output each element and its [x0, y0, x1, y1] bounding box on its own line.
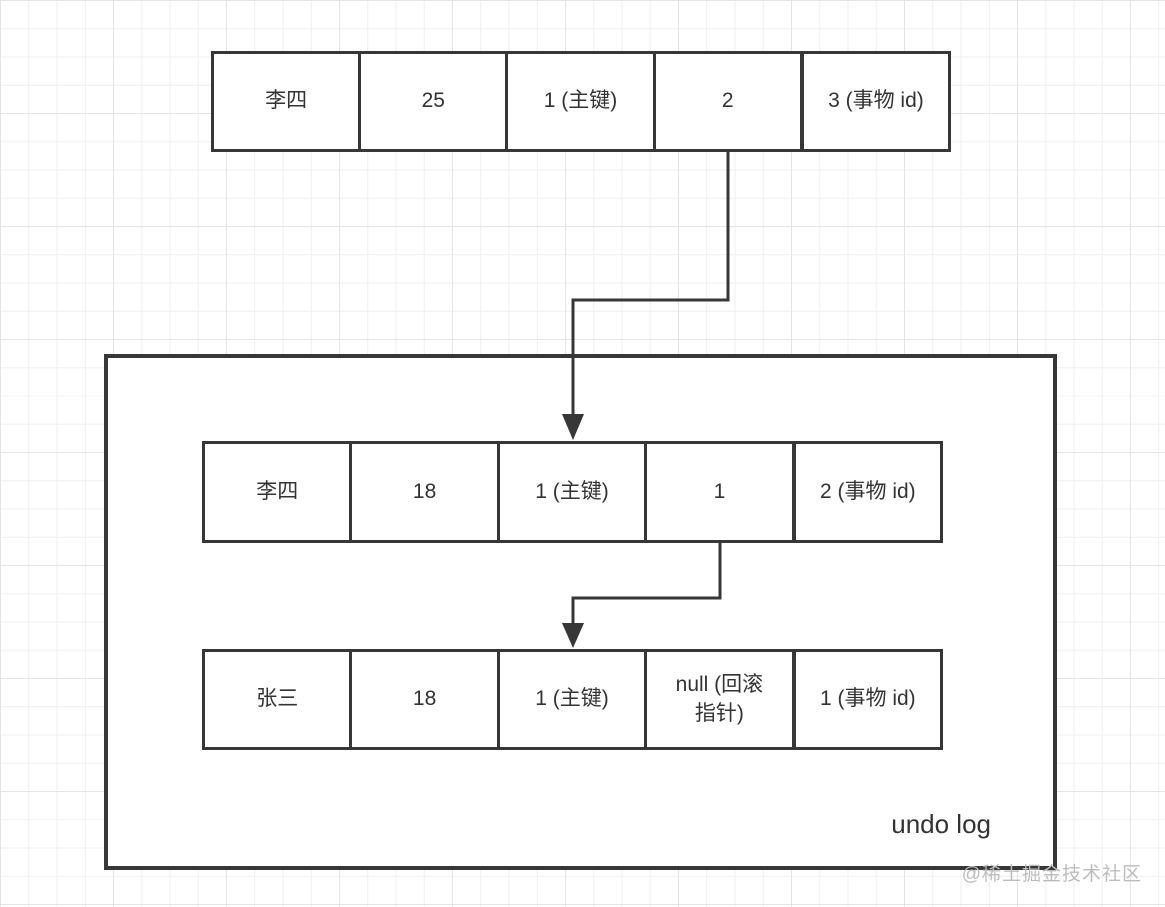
record-cell-trx-id: 3 (事物 id) [799, 51, 952, 152]
record-cell-name: 张三 [202, 649, 353, 750]
record-row-undo-version-1: 张三 18 1 (主键) null (回滚指针) 1 (事物 id) [202, 649, 944, 750]
record-cell-trx-id: 1 (事物 id) [791, 649, 944, 750]
record-cell-rollback-pointer: null (回滚指针) [644, 649, 795, 750]
record-cell-age: 18 [349, 649, 500, 750]
record-cell-rollback-pointer: 1 [644, 441, 795, 543]
record-cell-age: 18 [349, 441, 500, 543]
record-cell-age: 25 [358, 51, 509, 152]
undo-log-label: undo log [891, 809, 991, 839]
record-cell-name: 李四 [202, 441, 353, 543]
watermark: @稀土掘金技术社区 [961, 864, 1142, 885]
record-cell-trx-id: 2 (事物 id) [791, 441, 944, 543]
record-cell-primary-key: 1 (主键) [505, 51, 656, 152]
undo-log-box: undo log [104, 354, 1057, 870]
record-cell-primary-key: 1 (主键) [496, 441, 648, 543]
record-row-current: 李四 25 1 (主键) 2 3 (事物 id) [211, 51, 952, 152]
record-cell-name: 李四 [211, 51, 362, 152]
record-cell-primary-key: 1 (主键) [496, 649, 648, 750]
record-cell-rollback-pointer: 2 [652, 51, 803, 152]
record-row-undo-version-2: 李四 18 1 (主键) 1 2 (事物 id) [202, 441, 944, 543]
